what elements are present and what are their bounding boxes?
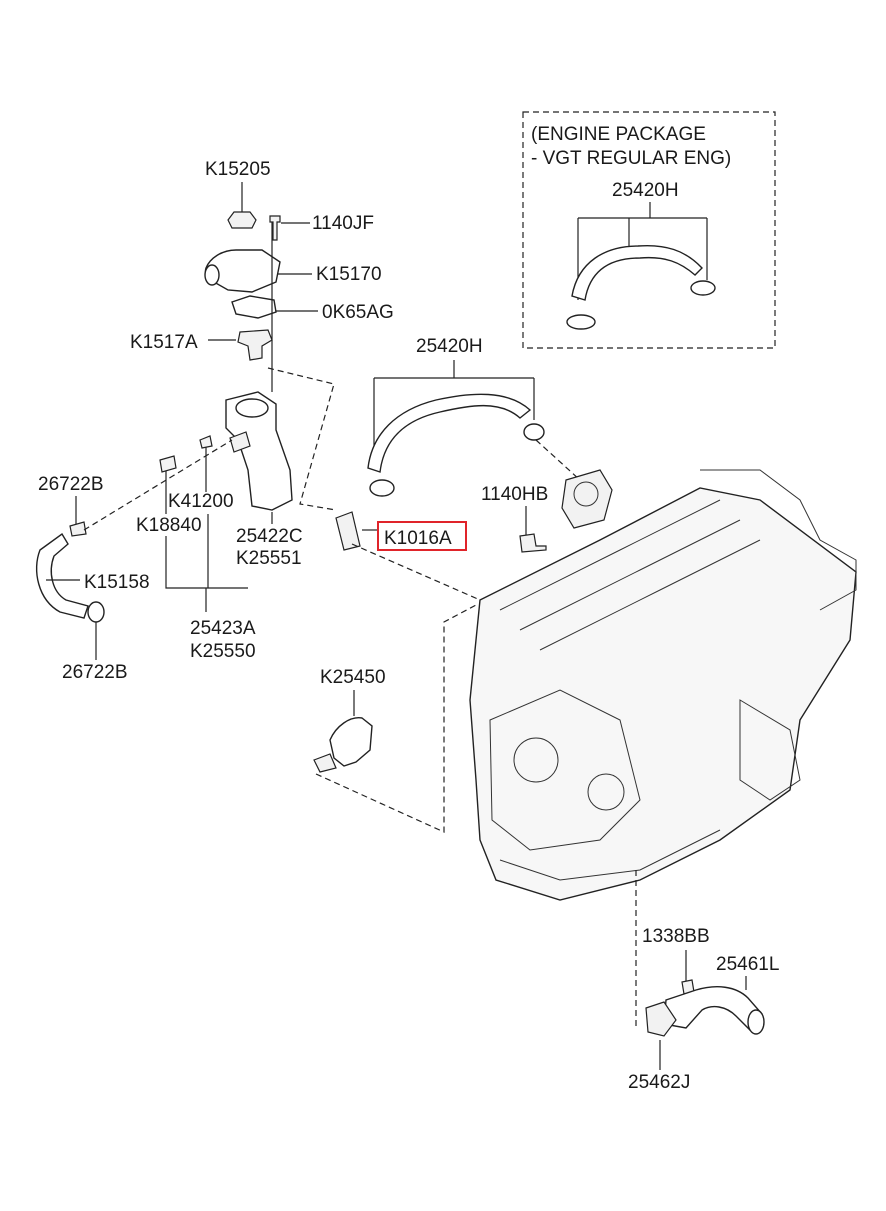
label-k15170: K15170 — [316, 264, 382, 285]
inset-hose-clamp-right — [690, 280, 716, 296]
engine-egr-valve — [561, 469, 613, 529]
k1016a-group: K1016A — [335, 511, 481, 601]
label-k41200: K41200 — [168, 491, 234, 512]
inset-border — [522, 111, 776, 349]
engine-cam-cover-lines — [499, 499, 761, 651]
label-1140jf: 1140JF — [312, 213, 374, 234]
label-k15158: K15158 — [84, 572, 150, 593]
inset-hose-clamp-left — [566, 314, 596, 330]
bolt-1140hb-group: 1140HB — [481, 484, 548, 553]
label-k25551: K25551 — [236, 548, 302, 569]
label-k25550: K25550 — [190, 641, 256, 662]
part-k1517a-thermostat — [237, 329, 273, 361]
part-25420h-clamp-right — [523, 423, 545, 441]
part-k25450-bracket — [313, 753, 337, 773]
label-k1016a[interactable]: K1016A — [384, 528, 452, 549]
inset-title-line1: (ENGINE PACKAGE — [531, 124, 706, 145]
engine-intake-pipe — [700, 469, 857, 611]
part-k18840-sensor — [159, 455, 177, 473]
thermostat-group: K15205 1140JF K15170 0K65AG K1517A — [130, 159, 394, 511]
part-26722b-clamp-top — [69, 521, 87, 537]
part-25462j-gasket — [645, 1001, 677, 1037]
engine-egr-cap — [573, 481, 599, 507]
inset-engine-package: (ENGINE PACKAGE - VGT REGULAR ENG) 25420… — [522, 111, 776, 349]
label-k18840: K18840 — [136, 515, 202, 536]
label-k25450: K25450 — [320, 667, 386, 688]
engine-block — [469, 487, 857, 901]
part-0k65ag-gasket — [231, 295, 277, 319]
label-26722b-bottom: 26722B — [62, 662, 128, 683]
inset-title-line2: - VGT REGULAR ENG) — [531, 148, 731, 169]
leader-dashed-hose-top — [83, 439, 233, 531]
leader-dashed-egr — [535, 439, 581, 481]
engine-assembly — [469, 469, 857, 901]
part-k15158-hose — [36, 532, 89, 619]
part-25461l-pipe — [663, 986, 763, 1032]
label-k1517a: K1517A — [130, 332, 198, 353]
label-1338bb: 1338BB — [642, 926, 710, 947]
label-26722b-top: 26722B — [38, 474, 104, 495]
part-25420h-hose — [367, 393, 532, 473]
part-k1016a-gasket — [335, 511, 361, 551]
k25450-group: K25450 — [313, 603, 479, 833]
label-1140hb: 1140HB — [481, 484, 548, 505]
part-k15170-neck — [204, 264, 220, 286]
part-25420h-clamp-left — [369, 479, 395, 497]
highlight-box-k1016a[interactable] — [377, 521, 467, 551]
label-25423a: 25423A — [190, 618, 256, 639]
part-k25450-hose — [329, 717, 373, 767]
inset-hose-25420h — [571, 244, 703, 301]
part-housing-side-port — [229, 431, 251, 453]
engine-oil-pan-edge — [499, 829, 721, 881]
part-1140hb-bolt — [519, 533, 547, 553]
engine-pulley-right — [587, 773, 625, 811]
leader-dashed-k1016a — [351, 543, 481, 601]
label-k15205: K15205 — [205, 159, 271, 180]
leader-dashed-housing — [267, 367, 337, 511]
leader-25420h — [373, 360, 535, 470]
leader-dashed-k25450 — [315, 603, 479, 833]
label-0k65ag: 0K65AG — [322, 302, 394, 323]
part-25461l-pipe-end — [747, 1009, 765, 1035]
bottom-pipe-group: 1338BB 25461L 25462J — [628, 870, 779, 1093]
part-k15205-cap — [227, 211, 257, 229]
hose-25420h-group: 25420H — [367, 336, 581, 497]
part-26722b-clamp-bottom — [87, 601, 105, 623]
engine-timing-cover — [489, 689, 641, 851]
label-25462j: 25462J — [628, 1072, 690, 1093]
label-25422c: 25422C — [236, 526, 303, 547]
part-housing-top-port — [235, 398, 269, 418]
left-hose-group: 26722B K41200 K18840 25422C K25551 K1515… — [36, 435, 303, 683]
engine-pulley-left — [513, 737, 559, 783]
leader-25423a-bracket — [165, 514, 248, 612]
inset-leader-lines — [577, 202, 708, 300]
label-25461l: 25461L — [716, 954, 779, 975]
inset-part-25420h: 25420H — [612, 180, 679, 201]
engine-water-outlet — [739, 699, 801, 801]
label-25420h: 25420H — [416, 336, 483, 357]
part-k41200-fitting — [199, 435, 213, 449]
